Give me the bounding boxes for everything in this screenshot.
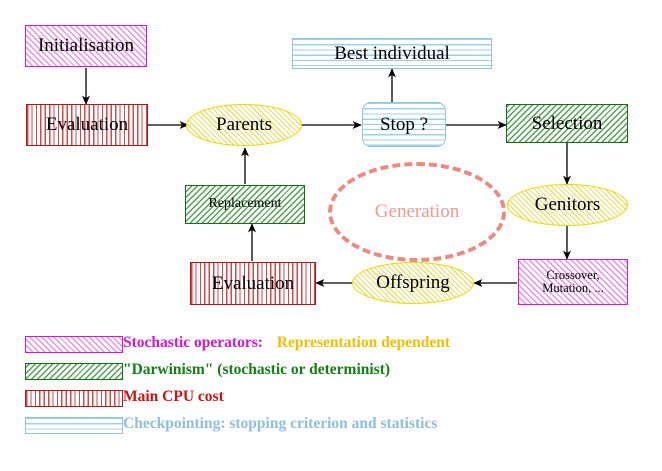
- node-offspring-label: Offspring: [376, 272, 450, 294]
- node-parents[interactable]: Parents: [186, 104, 302, 146]
- legend-label-representation-dependent: Representation dependent: [276, 334, 451, 351]
- node-replacement-label: Replacement: [208, 196, 282, 212]
- node-replacement[interactable]: Replacement: [185, 185, 305, 224]
- node-initialisation[interactable]: Initialisation: [25, 25, 147, 67]
- node-evaluation-bottom[interactable]: Evaluation: [190, 262, 316, 305]
- node-crossover-mutation-label2: Mutation, ...: [542, 281, 604, 295]
- node-stop[interactable]: Stop ?: [362, 102, 446, 147]
- node-evaluation-top[interactable]: Evaluation: [26, 104, 148, 146]
- legend-swatch-checkpointing: [25, 417, 123, 434]
- node-crossover-mutation[interactable]: Crossover, Mutation, ...: [518, 259, 628, 305]
- node-initialisation-label: Initialisation: [37, 35, 135, 57]
- node-stop-label: Stop ?: [379, 113, 429, 135]
- legend-label-darwinism: "Darwinism" (stochastic or determinist): [123, 361, 391, 378]
- node-evaluation-top-label: Evaluation: [45, 114, 129, 136]
- node-genitors-label: Genitors: [534, 194, 601, 216]
- legend-swatch-main-cpu-cost: [25, 390, 123, 407]
- legend-label-group: Stochastic operators: Representation dep…: [123, 334, 450, 352]
- legend-swatch-darwinism: [25, 363, 123, 380]
- legend-row: Stochastic operators: Representation dep…: [0, 334, 662, 363]
- legend-label-main-cpu-cost: Main CPU cost: [123, 388, 224, 405]
- node-evaluation-bottom-label: Evaluation: [211, 272, 295, 294]
- legend-swatch-stochastic-operators: [25, 336, 123, 353]
- node-selection[interactable]: Selection: [506, 104, 628, 143]
- node-offspring[interactable]: Offspring: [352, 262, 474, 304]
- legend-row: Main CPU cost: [0, 388, 662, 417]
- legend-row: "Darwinism" (stochastic or determinist): [0, 361, 662, 390]
- legend-label-stochastic-operators: Stochastic operators:: [123, 334, 263, 351]
- legend-label-checkpointing: Checkpointing: stopping criterion and st…: [123, 415, 438, 432]
- node-generation: Generation: [328, 162, 506, 262]
- node-genitors[interactable]: Genitors: [507, 184, 628, 226]
- node-selection-label: Selection: [531, 112, 603, 134]
- node-best-individual[interactable]: Best individual: [292, 38, 492, 69]
- node-crossover-mutation-label: Crossover,: [546, 267, 600, 282]
- legend-row: Checkpointing: stopping criterion and st…: [0, 415, 662, 444]
- node-parents-label: Parents: [216, 114, 272, 136]
- node-generation-label: Generation: [374, 201, 460, 222]
- node-best-individual-label: Best individual: [334, 42, 450, 64]
- legend: Stochastic operators: Representation dep…: [0, 334, 662, 444]
